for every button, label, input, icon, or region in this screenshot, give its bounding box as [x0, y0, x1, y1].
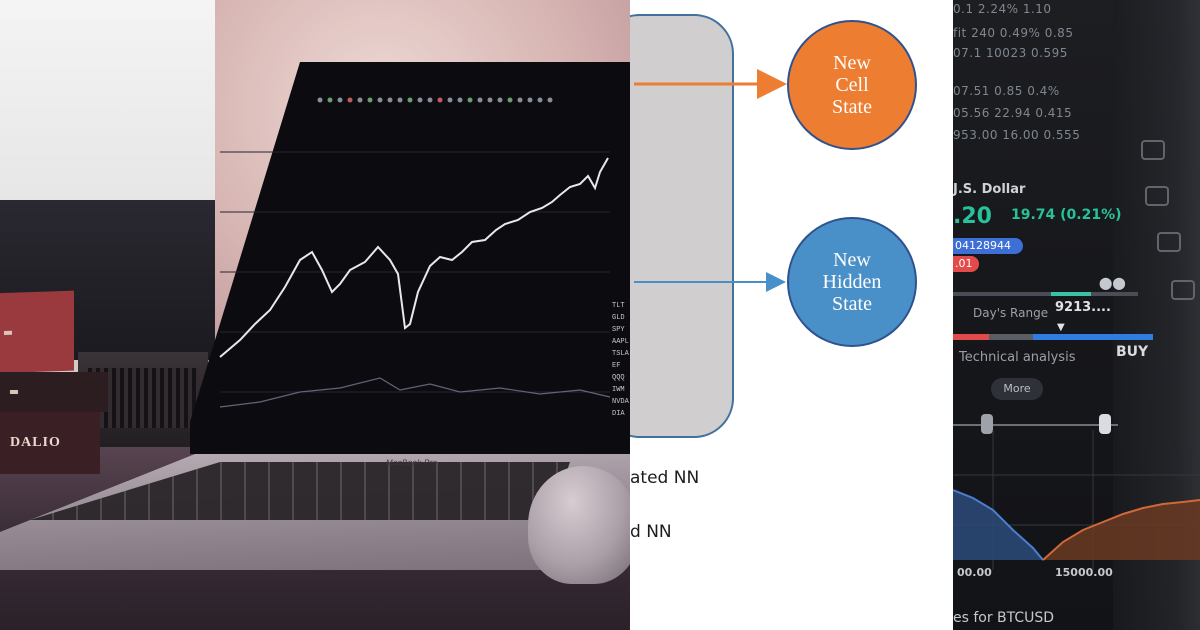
screen-price-line — [219, 157, 609, 358]
legend-line-2: d NN — [630, 522, 672, 542]
svg-text:TSLA: TSLA — [612, 350, 630, 358]
quote-row: fit 240 0.49% 0.85 — [953, 26, 1074, 40]
ask-pill[interactable]: .01 — [953, 256, 979, 272]
blue-area — [953, 490, 1043, 560]
x-axis-label: 15000.00 — [1055, 566, 1113, 579]
days-range-bar — [953, 292, 1138, 296]
phone-trading-panel: 0.1 2.24% 1.10 fit 240 0.49% 0.85 07.1 1… — [953, 0, 1200, 630]
price-change: 19.74 (0.21%) — [1011, 207, 1122, 223]
range-markers-icon: ⬤⬤ — [1099, 276, 1126, 290]
svg-text:GLD: GLD — [612, 314, 625, 322]
lstm-diagram-panel: New Cell State New Hidden State ated NN … — [630, 0, 953, 630]
new-cell-state-node: New Cell State — [787, 20, 917, 150]
signal-label: BUY — [1116, 344, 1149, 360]
svg-text:AAPL: AAPL — [612, 338, 629, 346]
svg-text:DIA: DIA — [612, 410, 625, 418]
days-range-value: 9213.... — [1055, 300, 1111, 315]
svg-text:QQQ: QQQ — [612, 374, 625, 382]
new-hidden-state-label: New Hidden State — [822, 249, 882, 315]
technical-analysis-bar — [953, 334, 1153, 340]
laptop-brand-label: MacBook Pro — [385, 458, 439, 467]
screen-ticker-column: TLT GLD SPY AAPL TSLA EF QQQ IWM NVDA DI… — [612, 302, 630, 418]
asset-name: J.S. Dollar — [953, 182, 1026, 197]
book-spine-text: DALIO — [10, 435, 61, 450]
svg-text:TLT: TLT — [612, 302, 625, 310]
phone-area-chart — [953, 430, 1200, 570]
slider-handle-right[interactable] — [1099, 414, 1111, 434]
slider-handle-left[interactable] — [981, 414, 993, 434]
screen-grid — [220, 151, 610, 393]
svg-text:IWM: IWM — [612, 386, 625, 394]
svg-text:EF: EF — [612, 362, 620, 370]
days-range-fill — [1051, 292, 1091, 296]
svg-text:NVDA: NVDA — [612, 398, 630, 406]
book-black-label — [10, 390, 18, 394]
laptop-photo-panel: DALIO — [0, 0, 630, 630]
chart-footer-text: es for BTCUSD — [953, 610, 1055, 626]
book-dalio: DALIO — [0, 412, 100, 474]
svg-text:SPY: SPY — [612, 326, 625, 334]
legend-line-1: ated NN — [630, 468, 700, 488]
screen-volume-line — [219, 377, 611, 408]
quote-row: 953.00 16.00 0.555 — [953, 128, 1081, 142]
book-black — [0, 372, 108, 412]
asset-price: .20 — [953, 204, 992, 229]
orange-area — [1043, 500, 1200, 560]
quote-row: 05.56 22.94 0.415 — [953, 106, 1073, 120]
quote-row: 07.1 10023 0.595 — [953, 46, 1068, 60]
bid-pill[interactable]: 04128944 — [953, 238, 1023, 254]
diagram-arrows — [634, 69, 787, 292]
new-hidden-state-node: New Hidden State — [787, 217, 917, 347]
gauge-pointer-icon: ▼ — [1057, 322, 1065, 333]
book-red-label — [4, 330, 12, 336]
screen-toolbar — [317, 97, 553, 103]
layers-icon[interactable] — [1145, 186, 1169, 206]
new-cell-state-label: New Cell State — [832, 52, 872, 118]
bulb-icon[interactable] — [1141, 140, 1165, 160]
computer-mouse — [528, 466, 630, 584]
search-icon[interactable] — [1171, 280, 1195, 300]
days-range-label: Day's Range — [973, 306, 1049, 320]
x-axis-label: 00.00 — [957, 566, 992, 579]
book-red — [0, 290, 74, 374]
more-button[interactable]: More — [991, 378, 1043, 400]
technical-analysis-label: Technical analysis — [959, 350, 1076, 365]
chat-icon[interactable] — [1157, 232, 1181, 252]
stock-chart-on-screen: TLT GLD SPY AAPL TSLA EF QQQ IWM NVDA DI… — [219, 97, 630, 418]
zoom-slider-track[interactable] — [953, 424, 1118, 426]
window-light — [0, 0, 215, 205]
quote-row: 07.51 0.85 0.4% — [953, 84, 1060, 98]
quote-row: 0.1 2.24% 1.10 — [953, 2, 1052, 16]
